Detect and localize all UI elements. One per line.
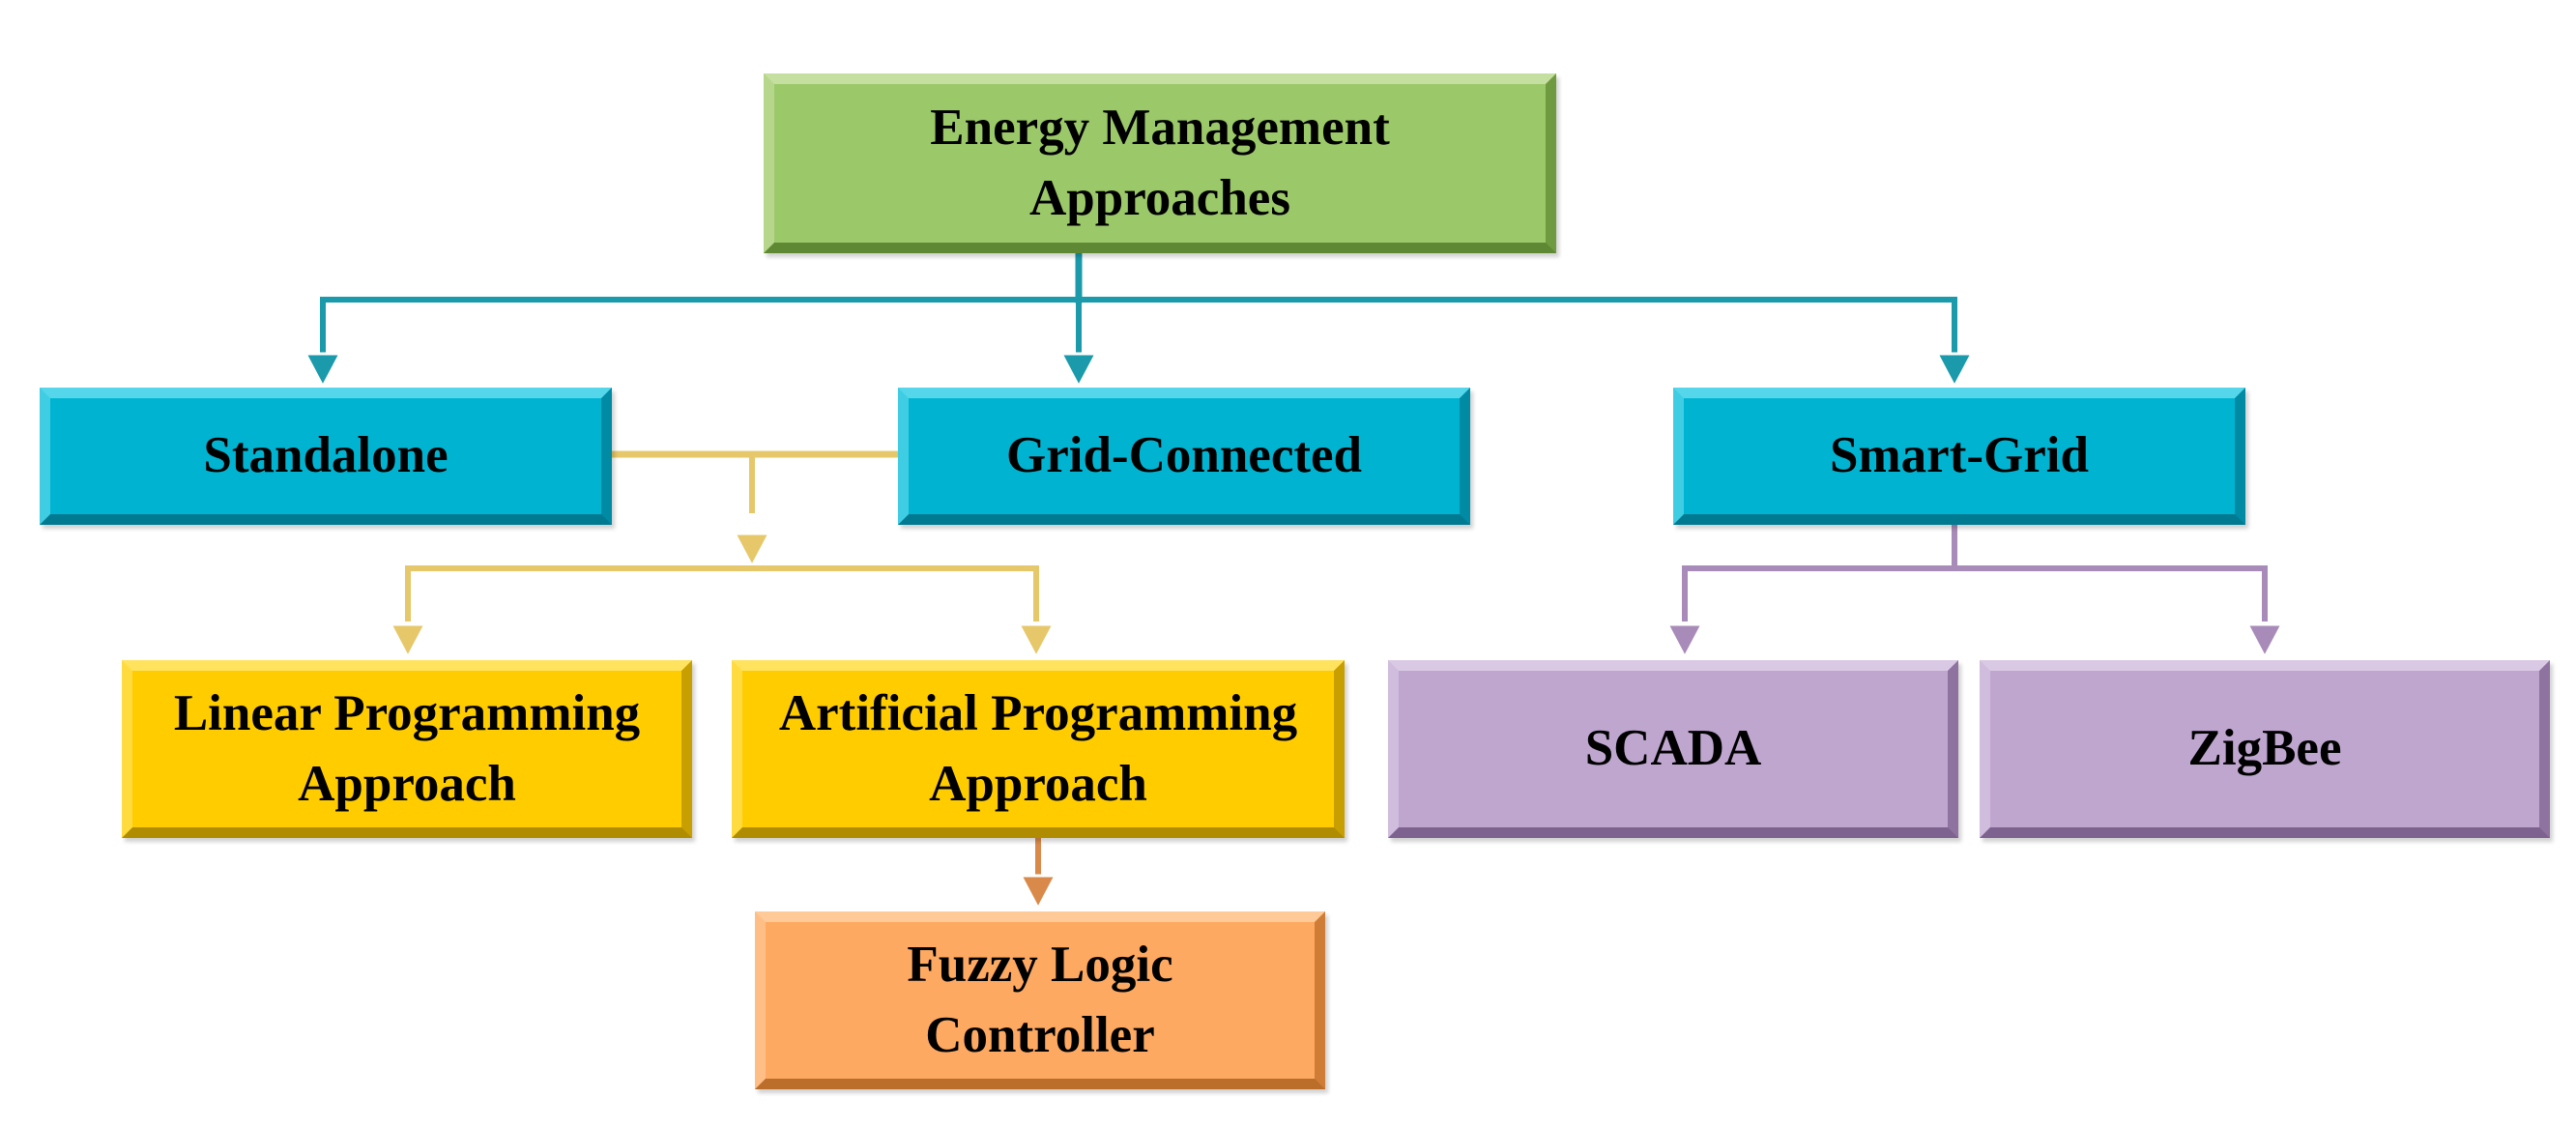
node-label: Linear Programming Approach [173, 684, 641, 812]
arrowhead-icon [388, 622, 428, 661]
node-label: Energy Management Approaches [930, 99, 1390, 226]
arrowhead-icon [1664, 622, 1705, 661]
node-energy-management-approaches: Energy Management Approaches [764, 73, 1556, 253]
arrowhead-icon [1934, 352, 1975, 390]
node-label: Standalone [203, 427, 449, 484]
arrowhead-icon [732, 532, 772, 570]
arrowhead-icon [1016, 622, 1056, 661]
arrowhead-icon [1018, 874, 1058, 912]
node-label: ZigBee [2187, 720, 2342, 777]
node-label: Grid-Connected [1005, 427, 1363, 484]
arrowhead-icon [1058, 352, 1099, 390]
node-label: SCADA [1584, 720, 1762, 777]
node-fuzzy-logic-controller: Fuzzy Logic Controller [755, 911, 1325, 1089]
node-linear-programming-approach: Linear Programming Approach [122, 660, 692, 838]
arrowhead-icon [2244, 622, 2285, 661]
node-label: Fuzzy Logic Controller [907, 936, 1173, 1063]
node-scada: SCADA [1388, 660, 1958, 838]
node-artificial-programming-approach: Artificial Programming Approach [732, 660, 1345, 838]
node-label: Smart-Grid [1830, 427, 2089, 484]
arrowhead-icon [303, 352, 343, 390]
node-zigbee: ZigBee [1980, 660, 2550, 838]
node-standalone: Standalone [40, 388, 612, 525]
node-label: Artificial Programming Approach [778, 684, 1298, 812]
node-smart-grid: Smart-Grid [1673, 388, 2245, 525]
node-grid-connected: Grid-Connected [898, 388, 1470, 525]
